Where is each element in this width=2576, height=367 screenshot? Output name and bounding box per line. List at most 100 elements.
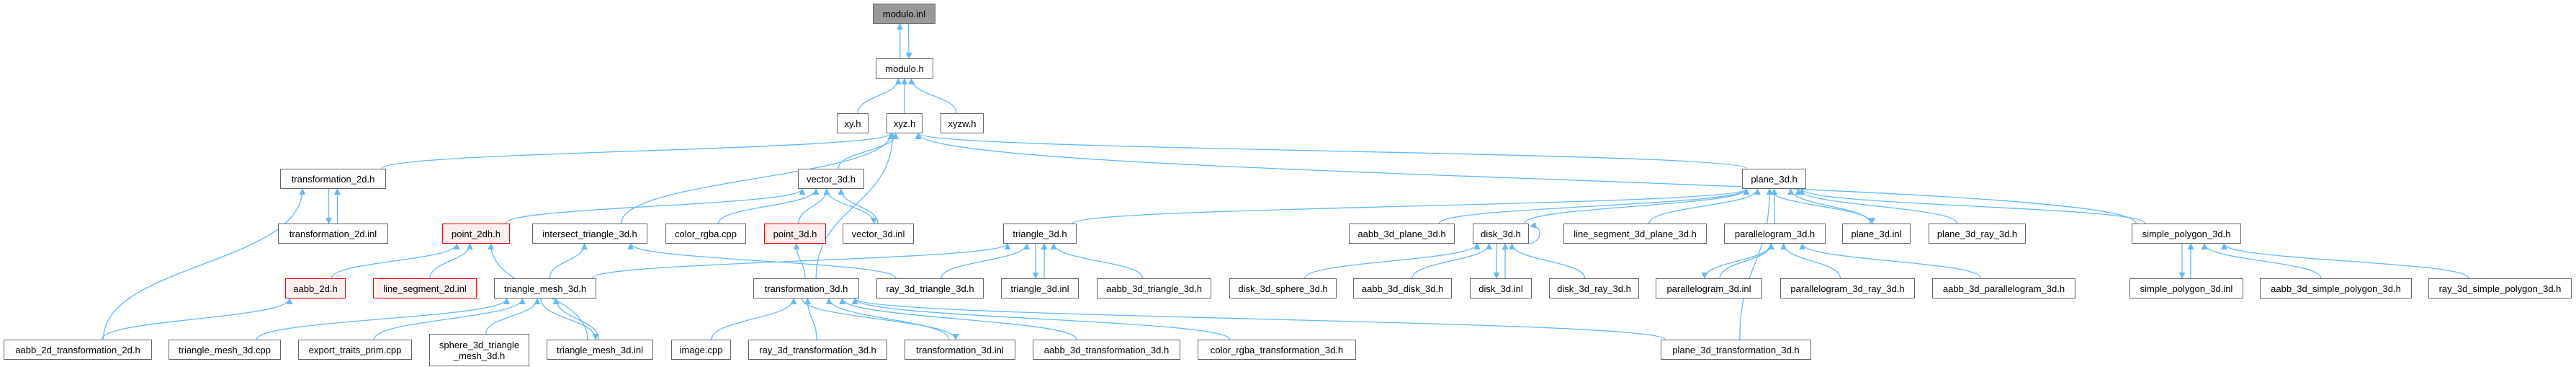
file-node[interactable]: line_segment_3d_plane_3d.h bbox=[1563, 224, 1707, 244]
file-node[interactable]: disk_3d.h bbox=[1473, 224, 1529, 244]
file-node[interactable]: point_2dh.h bbox=[442, 224, 510, 244]
dependency-edge bbox=[102, 188, 306, 340]
dependency-edge bbox=[1799, 243, 1982, 279]
file-node-label: intersect_triangle_3d.h bbox=[542, 228, 637, 239]
file-node[interactable]: aabb_2d.h bbox=[285, 278, 346, 299]
file-node[interactable]: aabb_3d_simple_polygon_3d.h bbox=[2260, 278, 2412, 299]
file-node[interactable]: point_3d.h bbox=[764, 224, 826, 244]
file-node[interactable]: disk_3d.inl bbox=[1470, 278, 1532, 299]
file-node[interactable]: vector_3d.inl bbox=[843, 224, 914, 244]
file-node[interactable]: triangle_3d.h bbox=[1003, 224, 1077, 244]
file-node[interactable]: xy.h bbox=[837, 113, 869, 133]
file-node-label: aabb_3d_disk_3d.h bbox=[1361, 283, 1444, 294]
dependency-edge bbox=[717, 188, 820, 224]
file-node[interactable]: image.cpp bbox=[671, 340, 731, 360]
file-node[interactable]: triangle_mesh_3d.inl bbox=[547, 340, 653, 360]
dependency-edge bbox=[915, 133, 1747, 169]
file-node[interactable]: plane_3d_ray_3d.h bbox=[1929, 224, 2026, 244]
dependency-edge bbox=[627, 243, 897, 279]
file-node-label: triangle_3d.inl bbox=[1010, 283, 1069, 294]
file-node[interactable]: parallelogram_3d.h bbox=[1724, 224, 1826, 244]
file-node-label: aabb_2d_transformation_2d.h bbox=[15, 344, 140, 355]
file-node-label: aabb_3d_transformation_3d.h bbox=[1044, 344, 1170, 355]
dependency-edge bbox=[793, 243, 806, 279]
file-node[interactable]: triangle_mesh_3d.h bbox=[494, 278, 596, 299]
file-node[interactable]: ray_3d_transformation_3d.h bbox=[748, 340, 887, 360]
dependency-edge bbox=[1412, 243, 1493, 279]
file-node[interactable]: parallelogram_3d.inl bbox=[1656, 278, 1762, 299]
dependency-edge bbox=[801, 298, 959, 340]
file-node[interactable]: aabb_3d_disk_3d.h bbox=[1353, 278, 1452, 299]
file-node[interactable]: line_segment_2d.inl bbox=[373, 278, 477, 299]
dependency-edge bbox=[908, 78, 957, 114]
dependency-edge bbox=[549, 243, 588, 279]
dependency-edge bbox=[1438, 188, 1750, 224]
file-node[interactable]: xyzw.h bbox=[941, 113, 984, 133]
file-node[interactable]: vector_3d.h bbox=[798, 169, 864, 189]
file-node[interactable]: export_traits_prim.cpp bbox=[298, 340, 412, 360]
file-node[interactable]: xyz.h bbox=[887, 113, 923, 133]
file-node[interactable]: transformation_2d.h bbox=[280, 169, 386, 189]
file-node-label: line_segment_3d_plane_3d.h bbox=[1574, 228, 1697, 239]
file-node[interactable]: modulo.inl bbox=[873, 4, 935, 24]
dependency-edge bbox=[1771, 188, 1778, 224]
dependency-edge bbox=[540, 298, 599, 340]
dependency-edge bbox=[1769, 188, 1875, 224]
file-node[interactable]: plane_3d_transformation_3d.h bbox=[1661, 340, 1811, 360]
file-node[interactable]: aabb_2d_transformation_2d.h bbox=[4, 340, 152, 360]
file-node[interactable]: transformation_3d.inl bbox=[905, 340, 1015, 360]
file-node-label: aabb_3d_plane_3d.h bbox=[1357, 228, 1446, 239]
dependency-edge bbox=[826, 188, 877, 224]
file-node-label: transformation_3d.inl bbox=[916, 344, 1004, 355]
file-node-label: transformation_3d.h bbox=[764, 283, 848, 294]
file-node[interactable]: transformation_2d.inl bbox=[278, 224, 388, 244]
file-node[interactable]: disk_3d_sphere_3d.h bbox=[1229, 278, 1337, 299]
dependency-edge bbox=[505, 188, 806, 224]
file-node-label: transformation_2d.h bbox=[291, 173, 375, 185]
file-node-label: vector_3d.inl bbox=[851, 228, 905, 239]
file-node[interactable]: sphere_3d_triangle_mesh_3d.h bbox=[429, 334, 529, 366]
file-node[interactable]: simple_polygon_3d.h bbox=[2132, 224, 2241, 244]
dependency-edge bbox=[429, 243, 473, 279]
dependency-edge bbox=[1795, 188, 1957, 224]
file-node-label: sphere_3d_triangle bbox=[439, 339, 520, 350]
file-node-label: vector_3d.h bbox=[807, 173, 856, 185]
file-node[interactable]: aabb_3d_parallelogram_3d.h bbox=[1932, 278, 2075, 299]
file-node[interactable]: parallelogram_3d_ray_3d.h bbox=[1780, 278, 1915, 299]
dependency-edge bbox=[1787, 188, 1871, 224]
file-node[interactable]: color_rgba.cpp bbox=[665, 224, 746, 244]
dependency-edge bbox=[101, 298, 293, 340]
file-node[interactable]: plane_3d.inl bbox=[1842, 224, 1911, 244]
file-node[interactable]: ray_3d_triangle_3d.h bbox=[876, 278, 984, 299]
file-node[interactable]: color_rgba_transformation_3d.h bbox=[1198, 340, 1356, 360]
file-node[interactable]: triangle_3d.inl bbox=[1001, 278, 1079, 299]
dependency-edge bbox=[825, 298, 950, 340]
file-node-label: triangle_3d.h bbox=[1013, 228, 1067, 239]
file-node[interactable]: aabb_3d_plane_3d.h bbox=[1349, 224, 1455, 244]
file-node-label: ray_3d_triangle_3d.h bbox=[886, 283, 974, 294]
dependency-edge bbox=[1072, 188, 1750, 224]
file-node[interactable]: plane_3d.h bbox=[1742, 169, 1806, 189]
dependency-edge bbox=[373, 298, 526, 340]
file-node-label: point_3d.h bbox=[773, 228, 817, 239]
file-node[interactable]: aabb_3d_triangle_3d.h bbox=[1097, 278, 1211, 299]
file-node-label: modulo.inl bbox=[882, 8, 926, 19]
file-node-label: disk_3d.h bbox=[1481, 228, 1521, 239]
file-node[interactable]: triangle_mesh_3d.cpp bbox=[169, 340, 281, 360]
file-node[interactable]: disk_3d_ray_3d.h bbox=[1549, 278, 1639, 299]
file-node[interactable]: ray_3d_simple_polygon_3d.h bbox=[2428, 278, 2572, 299]
file-node[interactable]: simple_polygon_3d.inl bbox=[2130, 278, 2243, 299]
dependency-edge bbox=[905, 23, 912, 59]
file-node[interactable]: transformation_3d.h bbox=[753, 278, 859, 299]
file-node[interactable]: modulo.h bbox=[876, 58, 933, 79]
file-node[interactable]: intersect_triangle_3d.h bbox=[532, 224, 647, 244]
dependency-edge bbox=[1050, 243, 1144, 279]
file-node-label: simple_polygon_3d.h bbox=[2142, 228, 2231, 239]
file-node[interactable]: aabb_3d_transformation_3d.h bbox=[1033, 340, 1180, 360]
dependency-edge bbox=[2220, 243, 2469, 279]
dependency-edge bbox=[1798, 188, 2146, 224]
file-node-label: disk_3d_sphere_3d.h bbox=[1238, 283, 1328, 294]
file-node-label: simple_polygon_3d.inl bbox=[2140, 283, 2233, 294]
